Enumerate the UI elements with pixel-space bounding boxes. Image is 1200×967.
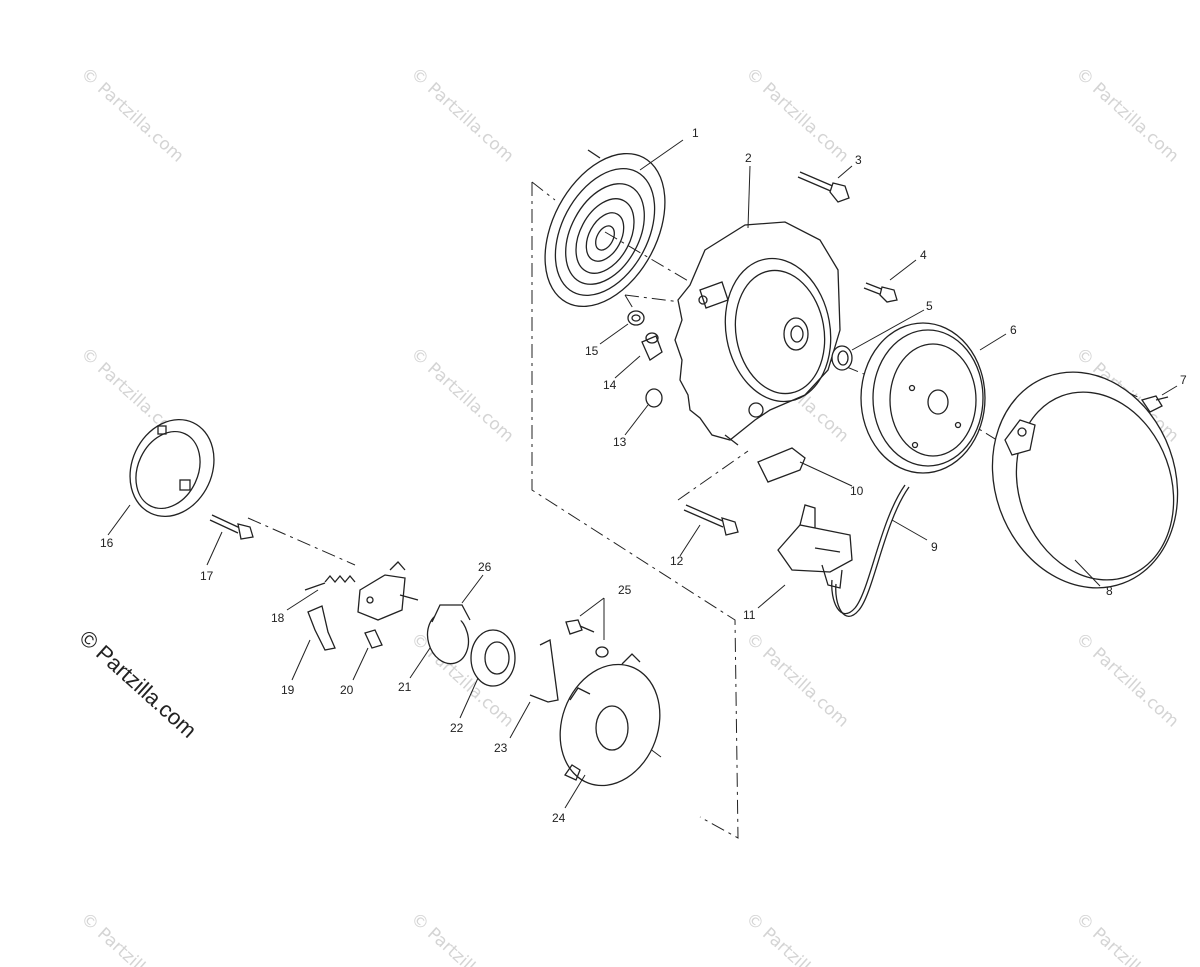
callout-21: 21 <box>398 680 412 694</box>
callout-18: 18 <box>271 611 285 625</box>
watermark: © Partzilla.com <box>1072 909 1183 967</box>
part-pull-handle <box>777 504 853 589</box>
part-recoil-spring <box>544 149 666 308</box>
part-short-bolt <box>863 282 898 303</box>
callout-4: 4 <box>920 248 927 262</box>
callout-17: 17 <box>200 569 214 583</box>
part-cup <box>129 418 215 518</box>
watermark: © Partzilla.com <box>407 909 518 967</box>
callout-20: 20 <box>340 683 354 697</box>
part-screw <box>1140 395 1169 413</box>
callout-26: 26 <box>478 560 492 574</box>
part-pawl-bracket <box>357 561 419 621</box>
callout-2: 2 <box>745 151 752 165</box>
callout-15: 15 <box>585 344 599 358</box>
callout-5: 5 <box>926 299 933 313</box>
watermark: © Partzilla.com <box>407 64 518 167</box>
watermark: © Partzilla.com <box>77 909 188 967</box>
callout-1: 1 <box>692 126 699 140</box>
watermark: © Partzilla.com <box>407 344 518 447</box>
part-washer <box>627 310 645 326</box>
part-small-spring <box>304 574 356 591</box>
part-drum <box>426 604 471 665</box>
callout-labels: 1 2 3 4 5 6 7 8 9 10 11 12 13 14 15 16 1… <box>100 126 1187 825</box>
callout-7: 7 <box>1180 373 1187 387</box>
watermark: © Partzilla.com <box>1072 629 1183 732</box>
watermark: © Partzilla.com <box>742 629 853 732</box>
callout-16: 16 <box>100 536 114 550</box>
watermark: © Partzilla.com <box>77 64 188 167</box>
part-cup-bolt <box>209 514 254 540</box>
brand-label: © Partzilla.com <box>75 625 202 743</box>
part-handle-insert <box>757 447 806 483</box>
callout-11: 11 <box>743 608 756 622</box>
part-seal <box>831 345 853 371</box>
callout-3: 3 <box>855 153 862 167</box>
part-pawl <box>307 605 336 651</box>
callout-10: 10 <box>850 484 864 498</box>
callout-24: 24 <box>552 811 566 825</box>
part-starter-cover <box>991 371 1179 589</box>
part-pin <box>364 629 383 649</box>
part-starter-housing <box>674 221 841 446</box>
part-bushing <box>645 388 663 408</box>
watermark: © Partzilla.com <box>742 909 853 967</box>
callout-9: 9 <box>931 540 938 554</box>
callout-14: 14 <box>603 378 617 392</box>
part-long-bolt <box>797 171 850 203</box>
callout-13: 13 <box>613 435 627 449</box>
part-bolt-and-washer <box>565 619 609 658</box>
part-ratchet-disc <box>470 629 516 687</box>
part-wire-spring <box>529 639 559 703</box>
watermark: © Partzilla.com <box>1072 64 1183 167</box>
part-mounting-plate <box>559 653 661 787</box>
callout-6: 6 <box>1010 323 1017 337</box>
callout-8: 8 <box>1106 584 1113 598</box>
leader-lines <box>107 139 1178 809</box>
callout-12: 12 <box>670 554 684 568</box>
callout-19: 19 <box>281 683 295 697</box>
callout-22: 22 <box>450 721 464 735</box>
part-pulley <box>860 322 986 474</box>
watermark: © Partzilla.com <box>742 64 853 167</box>
part-handle-bolt <box>683 504 739 536</box>
callout-23: 23 <box>494 741 508 755</box>
callout-25: 25 <box>618 583 632 597</box>
part-fitting <box>641 332 663 361</box>
